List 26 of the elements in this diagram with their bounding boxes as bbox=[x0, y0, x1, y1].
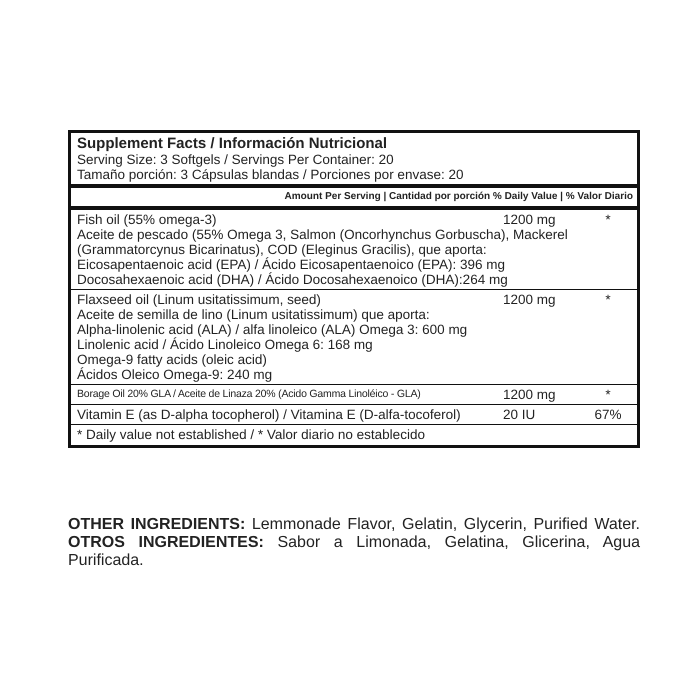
nutrient-name: Flaxseed oil (Linum usitatissimum, seed) bbox=[77, 292, 322, 307]
nutrient-detail: Omega-9 fatty acids (oleic acid) bbox=[77, 352, 268, 367]
column-header: Amount Per Serving | Cantidad por porción % Daily Value | % Valor Diario bbox=[284, 190, 633, 204]
nutrient-detail: Aceite de pescado (55% Omega 3, Salmon (Oncorhynchus Gorbuscha), Mackerel (Grammatorcynus Bicarinatus), COD (Eleginus Gracilis), que aporta: bbox=[77, 227, 569, 257]
amount-value: 1200 mg bbox=[503, 212, 557, 227]
amount-value: 20 IU bbox=[503, 407, 536, 422]
panel-title: Supplement Facts / Información Nutricional bbox=[77, 135, 388, 152]
daily-value: 67% bbox=[593, 407, 623, 422]
serving-info: Tamaño porción: 3 Cápsulas blandas / Porciones por envase: 20 bbox=[77, 167, 464, 182]
ingredients-paragraph: OTHER INGREDIENTS: Lemmonade Flavor, Gelatin, Glycerin, Purified Water. OTROS INGREDIENTES: Sabor a Limonada, Gelatina, Glicerina, Agua Purificada. bbox=[68, 516, 640, 570]
nutrient-detail: Eicosapentaenoic acid (EPA) / Ácido Eicosapentaenoico (EPA): 396 mg bbox=[77, 257, 506, 272]
nutrient-name: Fish oil (55% omega-3) bbox=[77, 212, 218, 227]
nutrient-detail: Ácidos Oleico Omega-9: 240 mg bbox=[77, 367, 274, 382]
serving-info: Serving Size: 3 Softgels / Servings Per Container: 20 bbox=[77, 152, 395, 167]
amount-value: 1200 mg bbox=[503, 387, 557, 402]
nutrient-name: Borage Oil 20% GLA / Aceite de Linaza 20% (Acido Gamma Linoléico - GLA) bbox=[77, 387, 422, 402]
amount-value: 1200 mg bbox=[503, 292, 557, 307]
daily-value: * bbox=[604, 292, 612, 307]
nutrient-detail: Linolenic acid / Ácido Linoleico Omega 6: 168 mg bbox=[77, 337, 374, 352]
nutrient-detail: Alpha-linolenic acid (ALA) / alfa linoleico (ALA) Omega 3: 600 mg bbox=[77, 322, 468, 337]
nutrient-detail: Docosahexaenoic acid (DHA) / Ácido Docosahexaenoico (DHA):264 mg bbox=[77, 272, 509, 287]
nutrient-name: Vitamin E (as D-alpha tocopherol) / Vitamina E (D-alfa-tocoferol) bbox=[77, 407, 462, 422]
footnote: * Daily value not established / * Valor diario no establecido bbox=[77, 427, 426, 442]
daily-value: * bbox=[604, 212, 612, 227]
nutrient-detail: Aceite de semilla de lino (Linum usitatissimum) que aporta: bbox=[77, 307, 431, 322]
daily-value: * bbox=[604, 387, 612, 402]
